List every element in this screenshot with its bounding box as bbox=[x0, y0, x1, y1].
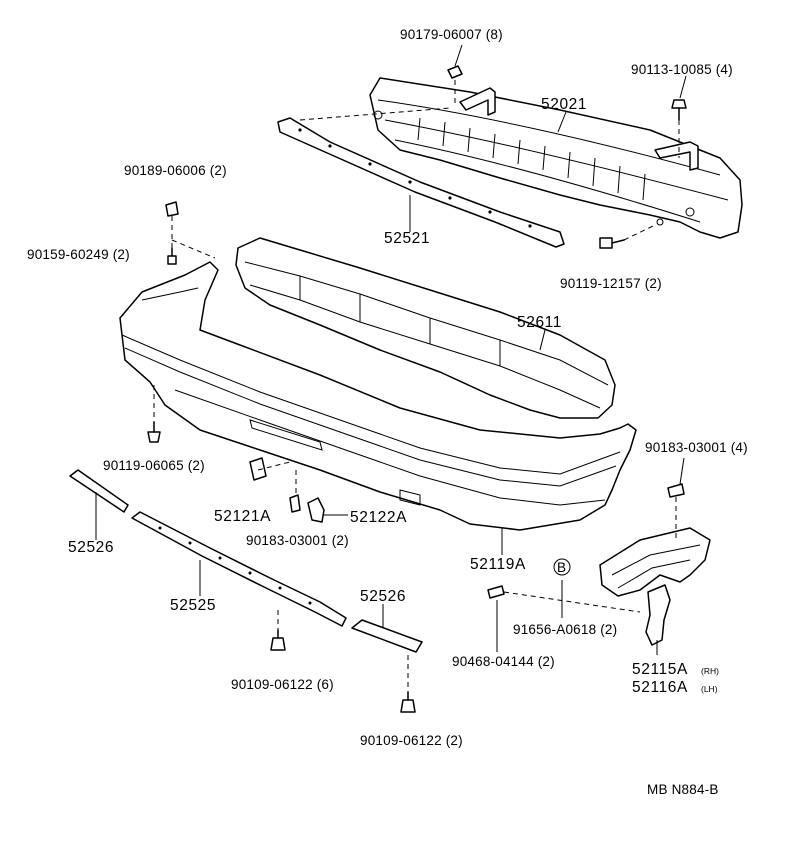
clip-90183-top-icon bbox=[667, 483, 685, 498]
label-52116A-side: (LH) bbox=[701, 684, 718, 694]
bolt-90113-icon bbox=[671, 99, 687, 121]
label-52115A-side: (RH) bbox=[701, 666, 719, 676]
clip-90183-mid bbox=[289, 494, 301, 513]
bumper-cover-52119A bbox=[119, 261, 637, 531]
label-90189: 90189-06006 (2) bbox=[124, 163, 227, 178]
nut-90109-2-icon bbox=[400, 691, 416, 713]
label-52021: 52021 bbox=[541, 96, 587, 113]
label-90113: 90113-10085 (4) bbox=[631, 62, 733, 77]
reinforcement-52525 bbox=[131, 511, 347, 627]
label-52526-right: 52526 bbox=[360, 588, 406, 605]
label-52525: 52525 bbox=[170, 597, 216, 614]
clip-90468-icon bbox=[487, 585, 505, 599]
label-90109-6: 90109-06122 (6) bbox=[231, 677, 334, 692]
spacer-52526-right bbox=[351, 619, 423, 653]
label-52121A: 52121A bbox=[214, 508, 271, 525]
diagram-code: MB N884-B bbox=[647, 782, 719, 797]
label-52115A: 52115A bbox=[632, 661, 688, 678]
label-90179: 90179-06007 (8) bbox=[400, 27, 503, 42]
label-circle-b: B bbox=[557, 560, 566, 575]
clip-90189-icon bbox=[165, 201, 179, 217]
label-90159: 90159-60249 (2) bbox=[27, 247, 130, 262]
label-52611: 52611 bbox=[517, 314, 562, 331]
label-90119-12157: 90119-12157 (2) bbox=[560, 276, 662, 291]
label-91656: 91656-A0618 (2) bbox=[513, 622, 617, 637]
bracket-52121A bbox=[249, 457, 267, 481]
reinforcement-52021 bbox=[369, 77, 743, 239]
label-90468: 90468-04144 (2) bbox=[452, 654, 555, 669]
label-90119-06065: 90119-06065 (2) bbox=[103, 458, 205, 473]
side-support-52115A bbox=[599, 527, 711, 646]
retainer-52521 bbox=[277, 117, 565, 248]
label-90183-mid: 90183-03001 (2) bbox=[246, 533, 349, 548]
label-52526-left: 52526 bbox=[68, 539, 114, 556]
circle-b-marker bbox=[553, 558, 571, 576]
spacer-52526-left bbox=[69, 469, 129, 513]
screw-90119-06065-icon bbox=[147, 421, 161, 443]
bracket-52122A bbox=[307, 497, 325, 523]
nut-90109-6-icon bbox=[270, 629, 286, 651]
label-52116A: 52116A bbox=[632, 679, 688, 696]
absorber-52611 bbox=[235, 237, 616, 419]
screw-90159-icon bbox=[167, 247, 177, 265]
label-90183-top: 90183-03001 (4) bbox=[645, 440, 748, 455]
leader-lines bbox=[95, 44, 687, 692]
label-52122A: 52122A bbox=[350, 509, 407, 526]
label-52521: 52521 bbox=[384, 230, 430, 247]
label-90109-2: 90109-06122 (2) bbox=[360, 733, 463, 748]
part-labels: 90179-06007 (8) 90113-10085 (4) 52021 90… bbox=[27, 27, 748, 797]
nut-90179-icon bbox=[447, 65, 463, 79]
label-52119A: 52119A bbox=[470, 556, 526, 573]
bolt-90119-12157-icon bbox=[599, 237, 625, 249]
